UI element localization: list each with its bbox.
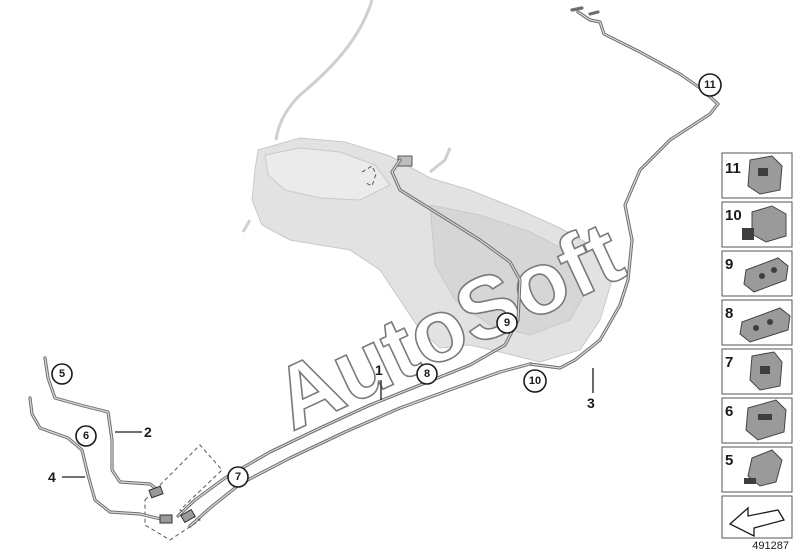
fuel-line-4	[28, 396, 196, 524]
callout-5: 5	[51, 363, 73, 385]
legend-item-6: 6	[721, 397, 793, 444]
svg-text:5: 5	[725, 452, 733, 469]
svg-text:7: 7	[235, 471, 241, 483]
svg-text:1: 1	[375, 362, 383, 378]
clip-5-icon	[744, 449, 783, 487]
callout-11: 11	[698, 73, 722, 97]
svg-text:8: 8	[725, 305, 733, 322]
svg-text:8: 8	[424, 368, 430, 380]
svg-text:4: 4	[48, 469, 56, 485]
legend-item-11: 11	[721, 152, 793, 199]
legend-item-10: 10	[721, 201, 793, 248]
label-1: 1	[375, 362, 383, 400]
legend-item-9: 9	[721, 250, 793, 297]
clip-7-icon	[749, 351, 783, 391]
svg-text:9: 9	[504, 317, 510, 329]
diagram-number: 491287	[752, 540, 789, 552]
label-3: 3	[587, 368, 595, 411]
clip-6-icon	[745, 399, 787, 441]
direction-arrow-icon	[728, 506, 786, 538]
legend-item-7: 7	[721, 348, 793, 395]
clip-8-icon	[739, 307, 791, 343]
fuel-line-1	[176, 158, 532, 528]
callout-9: 9	[496, 312, 518, 334]
clip-11-icon	[747, 155, 783, 195]
callout-8: 8	[416, 363, 438, 385]
label-2: 2	[115, 424, 152, 440]
callout-7: 7	[227, 466, 249, 488]
callout-6: 6	[75, 425, 97, 447]
svg-text:10: 10	[529, 375, 541, 387]
clip-10-icon	[742, 205, 787, 243]
svg-text:3: 3	[587, 395, 595, 411]
fuel-tank-ghost	[241, 0, 613, 363]
fuel-line-3	[528, 6, 720, 370]
svg-text:9: 9	[725, 256, 733, 273]
legend-item-arrow	[721, 495, 793, 539]
label-4: 4	[48, 469, 85, 485]
legend-item-8: 8	[721, 299, 793, 346]
svg-text:2: 2	[144, 424, 152, 440]
svg-text:5: 5	[59, 368, 65, 380]
svg-text:10: 10	[725, 207, 742, 224]
svg-text:7: 7	[725, 354, 733, 371]
parts-legend: 11 10 9 8	[721, 152, 793, 539]
svg-text:6: 6	[725, 403, 733, 420]
svg-text:6: 6	[83, 430, 89, 442]
fuel-line-2	[43, 356, 162, 494]
clip-9-icon	[743, 257, 789, 293]
callout-10: 10	[523, 369, 547, 393]
legend-item-5: 5	[721, 446, 793, 493]
svg-text:11: 11	[704, 79, 716, 91]
svg-text:11: 11	[725, 160, 741, 177]
